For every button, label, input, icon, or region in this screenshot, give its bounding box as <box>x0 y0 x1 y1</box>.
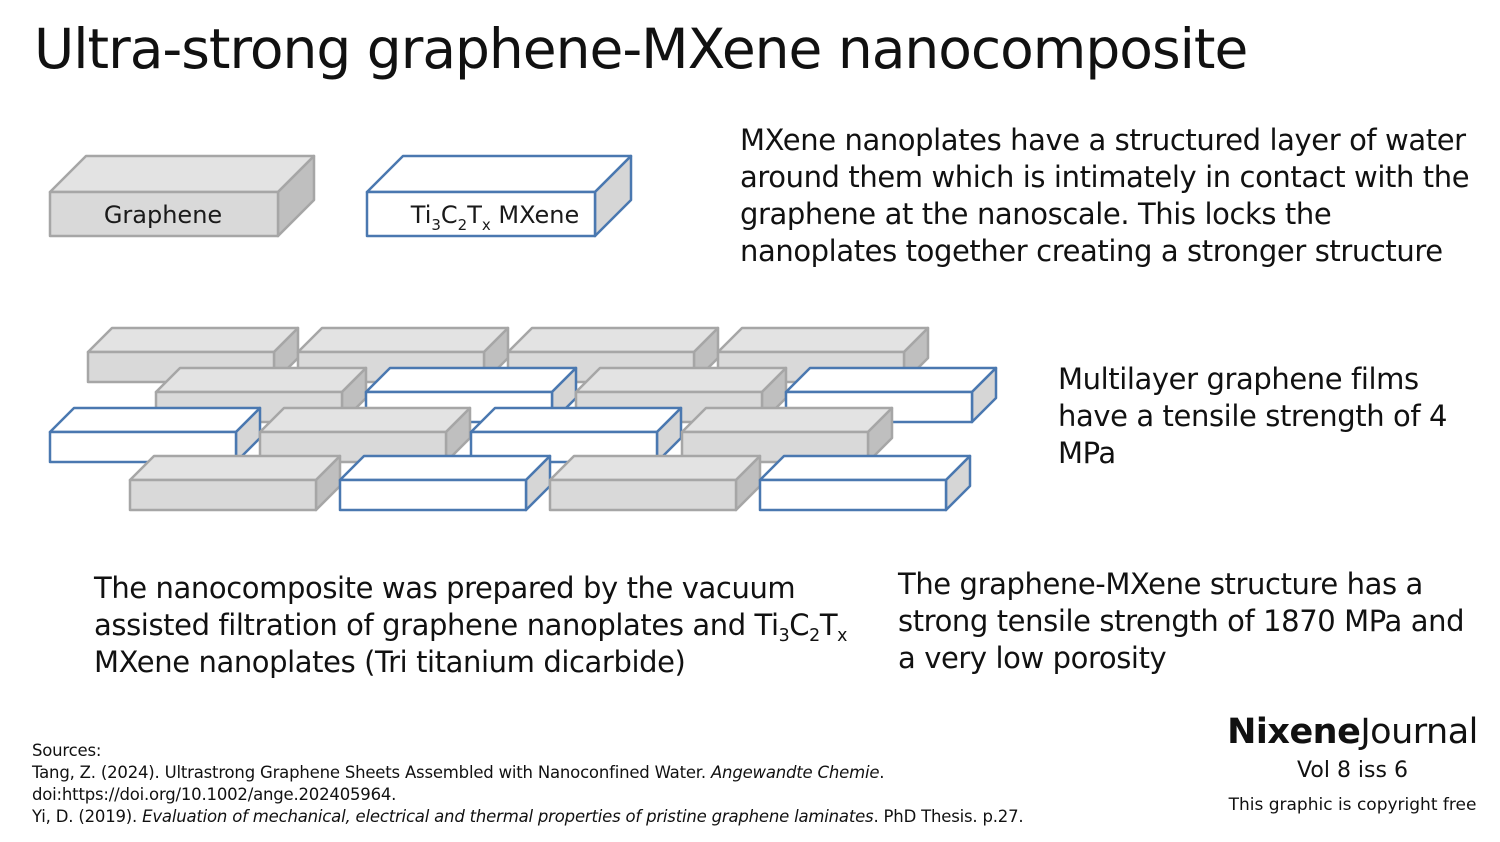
source-ref-1: Tang, Z. (2024). Ultrastrong Graphene Sh… <box>32 763 885 782</box>
sources-list: Sources: Tang, Z. (2024). Ultrastrong Gr… <box>32 740 1082 828</box>
nanocomposite-diagram: Graphene Ti3C2Tx MXene <box>48 154 998 512</box>
prep-text-2: MXene nanoplates (Tri titanium dicarbide… <box>94 645 686 679</box>
composite-strength-description: The graphene-MXene structure has a stron… <box>898 567 1465 675</box>
graphene-legend-block <box>48 154 316 238</box>
mxene-legend-label: Ti3C2Tx MXene <box>410 201 579 234</box>
mxene-plate-r4-2 <box>338 454 552 512</box>
sources-heading: Sources: <box>32 741 102 760</box>
source-ref-2: Yi, D. (2019). Evaluation of mechanical,… <box>32 807 1024 826</box>
multilayer-strength-description: Multilayer graphene films have a tensile… <box>1058 362 1448 470</box>
journal-info: NixeneJournal Vol 8 iss 6 This graphic i… <box>1215 712 1490 815</box>
page-title: Ultra-strong graphene-MXene nanocomposit… <box>34 17 1248 81</box>
graphene-plate-r4-3 <box>548 454 762 512</box>
graphene-legend-label: Graphene <box>104 201 222 229</box>
copyright-note: This graphic is copyright free <box>1228 795 1477 815</box>
mxene-plate-r4-4 <box>758 454 972 512</box>
graphene-plate-r3-4 <box>680 406 894 464</box>
preparation-description: The nanocomposite was prepared by the va… <box>94 570 854 681</box>
water-layer-description: MXene nanoplates have a structured layer… <box>740 123 1470 268</box>
journal-issue: Vol 8 iss 6 <box>1297 758 1408 783</box>
mxene-plate-r3-1 <box>48 406 262 464</box>
mxene-plate-r3-3 <box>469 406 683 464</box>
prep-formula: Ti3C2Tx <box>754 608 848 647</box>
journal-brand: NixeneJournal <box>1227 712 1478 752</box>
nanoplate-stack <box>48 154 998 512</box>
graphene-plate-r4-1 <box>128 454 342 512</box>
source-ref-1-doi: doi:https://doi.org/10.1002/ange.2024059… <box>32 785 397 804</box>
graphene-plate-r3-2 <box>258 406 472 464</box>
prep-text-1: The nanocomposite was prepared by the va… <box>94 571 796 642</box>
mxene-legend-block <box>365 154 633 238</box>
